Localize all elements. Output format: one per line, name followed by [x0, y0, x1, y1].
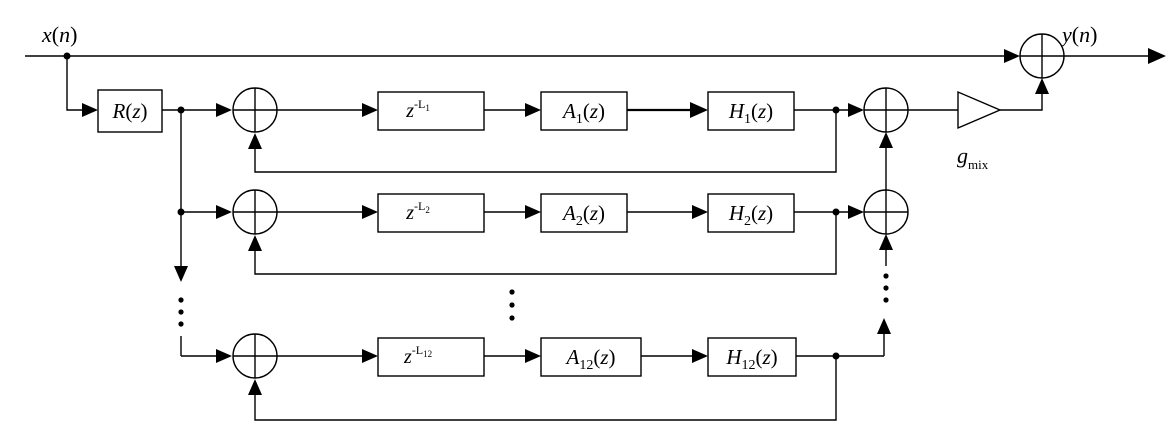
gain-label: gmix [957, 143, 989, 172]
branch-2: z-L2 A2(z) H2(z) [181, 189, 864, 275]
svg-text:z-L2: z-L2 [405, 199, 430, 224]
branch-1-delay-block: z-L1 [377, 91, 485, 131]
svg-text:A12(z): A12(z) [564, 345, 615, 373]
branch-2-summer [232, 189, 278, 235]
branch-1: z-L1 A1(z) H1(z) [181, 87, 864, 173]
svg-text:A1(z): A1(z) [561, 99, 605, 127]
distribution-bus [162, 106, 188, 356]
branch-1-summer [232, 87, 278, 133]
direct-path [25, 49, 1020, 63]
input-to-prefilter-wire [66, 56, 98, 117]
svg-text:z-L12: z-L12 [403, 343, 432, 368]
branch-12-filter-block: H12(z) [707, 337, 797, 377]
branch-2-filter-block: H2(z) [707, 193, 795, 233]
branch-1-filter-block: H1(z) [707, 91, 795, 131]
branch-12-delay-block: z-L12 [377, 337, 485, 377]
branch-2-delay-block: z-L2 [377, 193, 485, 233]
gain-triangle [957, 90, 1002, 130]
output-signal-label: y(n) [1060, 22, 1097, 47]
output-summer [1019, 33, 1065, 79]
svg-text:H1(z): H1(z) [728, 99, 773, 127]
svg-text:H2(z): H2(z) [728, 201, 773, 229]
input-signal-label: x(n) [41, 22, 77, 47]
mix-summer-1 [863, 87, 909, 133]
output-arrow [1064, 48, 1166, 64]
svg-text:H12(z): H12(z) [725, 345, 777, 373]
mix-column-wires [877, 132, 893, 356]
branch-12: z-L12 A12(z) H12(z) [181, 333, 884, 421]
branch-12-allpass-block: A12(z) [540, 337, 642, 377]
branch-12-summer [232, 333, 278, 379]
prefilter-block: R(z) [97, 89, 163, 133]
mix-summer-2 [863, 189, 909, 235]
branch-2-allpass-block: A2(z) [540, 193, 628, 233]
branch-1-allpass-block: A1(z) [540, 91, 628, 131]
branch-ellipsis [509, 289, 515, 321]
svg-text:R(z): R(z) [111, 99, 147, 123]
svg-text:A2(z): A2(z) [561, 201, 605, 229]
gain-to-output-wire [1000, 78, 1049, 111]
svg-text:z-L1: z-L1 [405, 97, 430, 122]
